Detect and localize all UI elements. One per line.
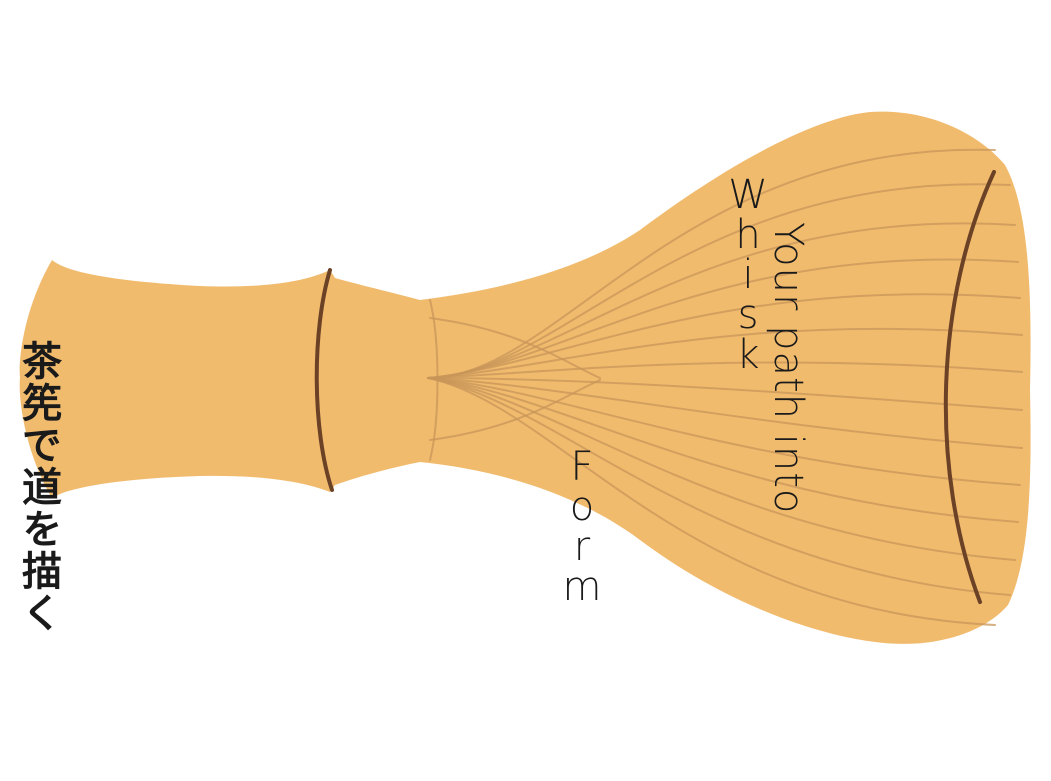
whisk-tines bbox=[427, 148, 1023, 626]
japanese-caption: 茶筅で道を描く bbox=[15, 340, 61, 634]
whisk-head bbox=[420, 111, 1031, 644]
head-ring bbox=[943, 170, 996, 604]
whisk-rings bbox=[314, 170, 996, 604]
handle-ring bbox=[314, 268, 334, 492]
headline-whisk-vertical: Whisk bbox=[725, 172, 771, 372]
whisk-handle bbox=[19, 260, 421, 498]
headline-side-text: Your path into bbox=[765, 222, 811, 515]
headline-form-vertical: Form bbox=[559, 444, 605, 604]
